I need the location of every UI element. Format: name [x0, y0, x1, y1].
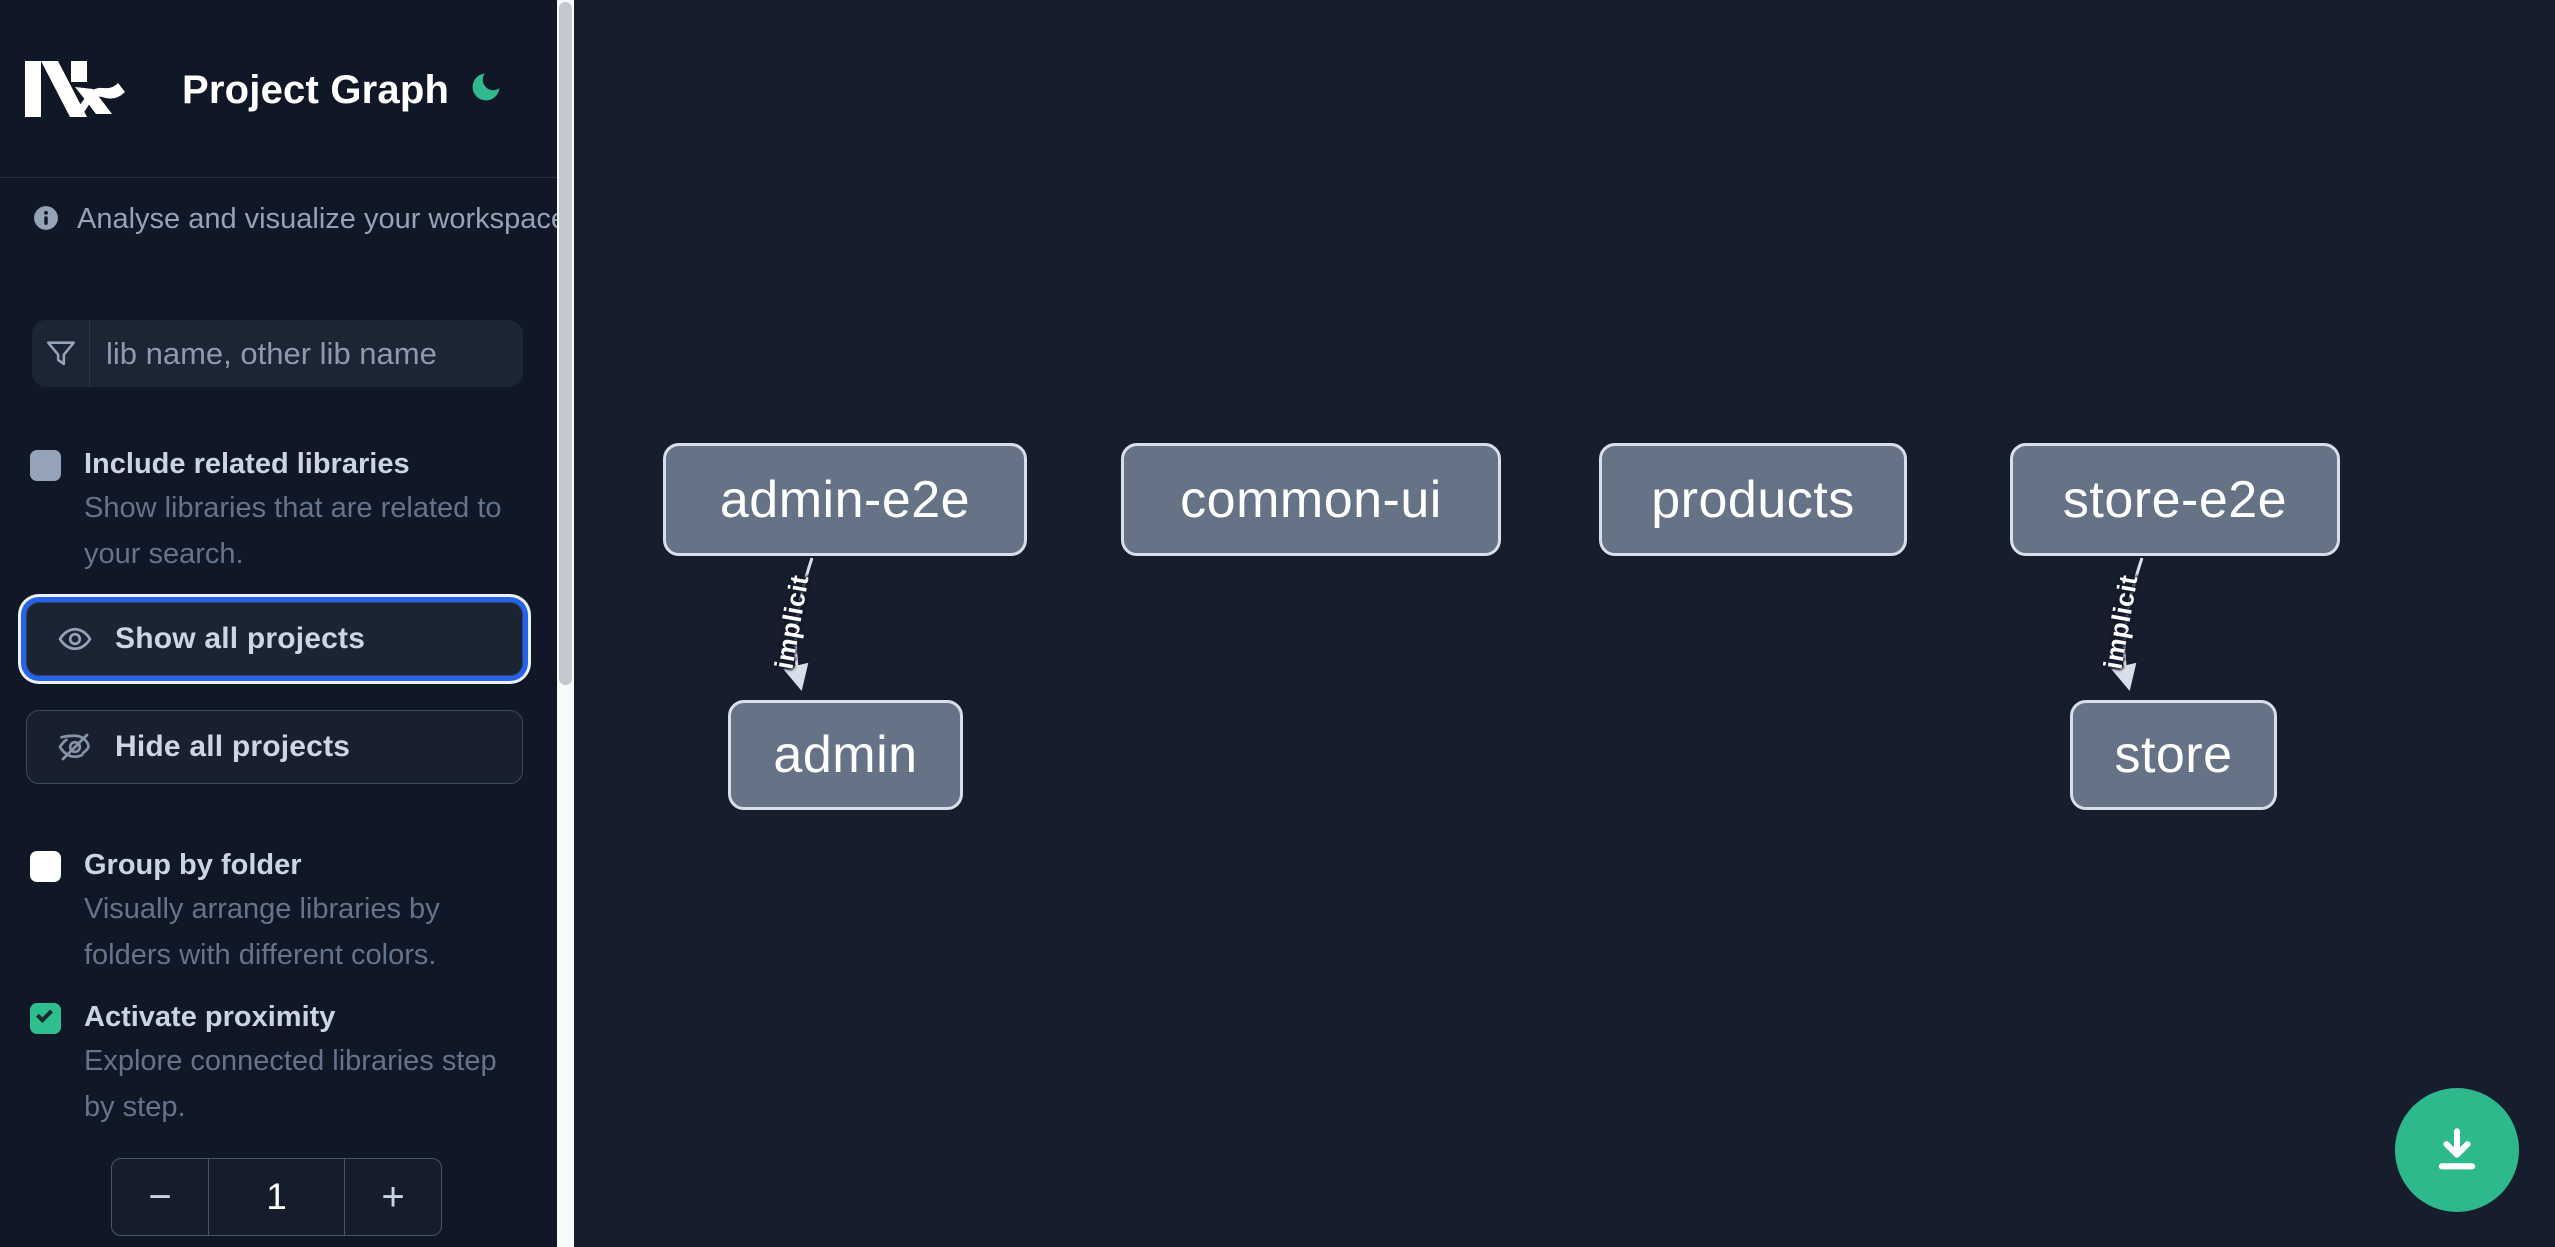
option-description: Show libraries that are related to your … — [84, 492, 502, 570]
download-image-button[interactable] — [2395, 1088, 2519, 1212]
eye-off-icon — [58, 733, 90, 761]
option-label: Include related libraries — [84, 448, 410, 480]
filter-funnel-icon — [46, 340, 75, 365]
info-text: Analyse and visualize your workspace. — [77, 203, 576, 235]
proximity-depth-value: 1 — [208, 1159, 345, 1235]
graph-canvas[interactable] — [574, 0, 2555, 1247]
option-description: Explore connected libraries step by step… — [84, 1045, 497, 1123]
decrement-button[interactable]: − — [112, 1159, 208, 1235]
eye-icon — [58, 627, 92, 651]
sidebar-header: Project Graph — [0, 0, 557, 177]
info-icon — [34, 206, 58, 230]
option-label: Group by folder — [84, 849, 302, 881]
show-all-projects-label: Show all projects — [115, 622, 366, 655]
option-label: Activate proximity — [84, 1001, 336, 1033]
search-box — [32, 320, 523, 387]
hide-all-projects-button[interactable]: Hide all projects — [26, 710, 523, 784]
sidebar-scrollbar-thumb[interactable] — [559, 2, 572, 685]
graph-node-admin[interactable]: admin — [728, 700, 963, 810]
proximity-depth-stepper: − 1 + — [111, 1158, 442, 1236]
theme-toggle-button[interactable] — [462, 64, 510, 112]
sidebar: Project Graph Analyse and visualize your… — [0, 0, 576, 1247]
search-icon-cell — [32, 320, 90, 387]
increment-button[interactable]: + — [345, 1159, 441, 1235]
sidebar-scrollbar-track — [557, 0, 574, 1247]
nx-logo — [25, 61, 125, 117]
graph-node-store[interactable]: store — [2070, 700, 2277, 810]
checkmark-icon — [36, 1006, 53, 1023]
checkbox-activate-proximity[interactable] — [30, 1003, 61, 1034]
moon-icon — [472, 73, 500, 100]
download-icon — [2438, 1128, 2476, 1170]
graph-node-store-e2e[interactable]: store-e2e — [2010, 443, 2340, 556]
graph-node-products[interactable]: products — [1599, 443, 1907, 556]
header-divider — [0, 177, 557, 178]
graph-node-common-ui[interactable]: common-ui — [1121, 443, 1501, 556]
hide-all-projects-label: Hide all projects — [115, 730, 351, 763]
checkbox-include-related-libraries[interactable] — [30, 450, 61, 481]
page-title: Project Graph — [182, 68, 450, 112]
graph-node-admin-e2e[interactable]: admin-e2e — [663, 443, 1027, 556]
option-description: Visually arrange libraries by folders wi… — [84, 893, 440, 971]
show-all-projects-button[interactable]: Show all projects — [26, 602, 523, 676]
checkbox-group-by-folder[interactable] — [30, 851, 61, 882]
search-input[interactable] — [90, 320, 523, 387]
